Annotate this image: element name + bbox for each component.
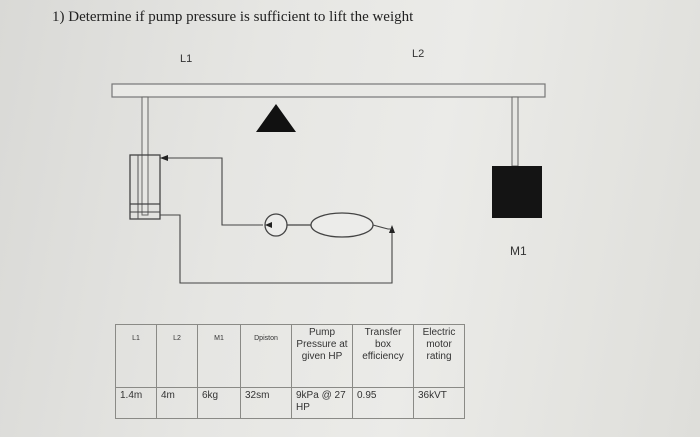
hanging-rod: [511, 96, 519, 167]
header-transfer-box-efficiency: Transfer box efficiency: [352, 324, 414, 388]
fulcrum-triangle: [256, 104, 296, 132]
label-l1: L1: [180, 53, 193, 65]
value-electric-motor-rating: 36kVT: [413, 387, 465, 419]
header-pump-pressure: Pump Pressure at given HP: [291, 324, 353, 388]
hydraulic-line-top: [160, 157, 263, 226]
label-m1: M1: [510, 244, 527, 258]
parameters-table: L1 L2 M1 Dpiston Pump Pressure at given …: [115, 324, 465, 419]
header-l1: L1: [115, 324, 157, 388]
table-value-row: 1.4m 4m 6kg 32sm 9kPa @ 27 HP 0.95 36kVT: [115, 387, 465, 419]
header-electric-motor-rating: Electric motor rating: [413, 324, 465, 388]
piston-rod: [141, 96, 149, 216]
lever-beam: [111, 83, 546, 98]
value-pump-pressure: 9kPa @ 27 HP: [291, 387, 353, 419]
value-m1: 6kg: [197, 387, 241, 419]
value-l2: 4m: [156, 387, 198, 419]
question-title: 1) Determine if pump pressure is suffici…: [52, 9, 414, 25]
label-l2: L2: [412, 48, 425, 60]
hydraulic-line-bottom: [160, 214, 393, 284]
weight-m1: [492, 166, 542, 218]
pump-arrow: [265, 222, 272, 228]
value-transfer-box-efficiency: 0.95: [352, 387, 414, 419]
table-header-row: L1 L2 M1 Dpiston Pump Pressure at given …: [115, 324, 465, 388]
header-m1: M1: [197, 324, 241, 388]
motor-ellipse: [310, 212, 374, 238]
header-dpiston: Dpiston: [240, 324, 292, 388]
motor-outlet: [372, 224, 392, 230]
value-l1: 1.4m: [115, 387, 157, 419]
hydraulic-cylinder: [129, 154, 161, 220]
header-l2: L2: [156, 324, 198, 388]
value-dpiston: 32sm: [240, 387, 292, 419]
arrow-into-cylinder: [160, 155, 168, 161]
